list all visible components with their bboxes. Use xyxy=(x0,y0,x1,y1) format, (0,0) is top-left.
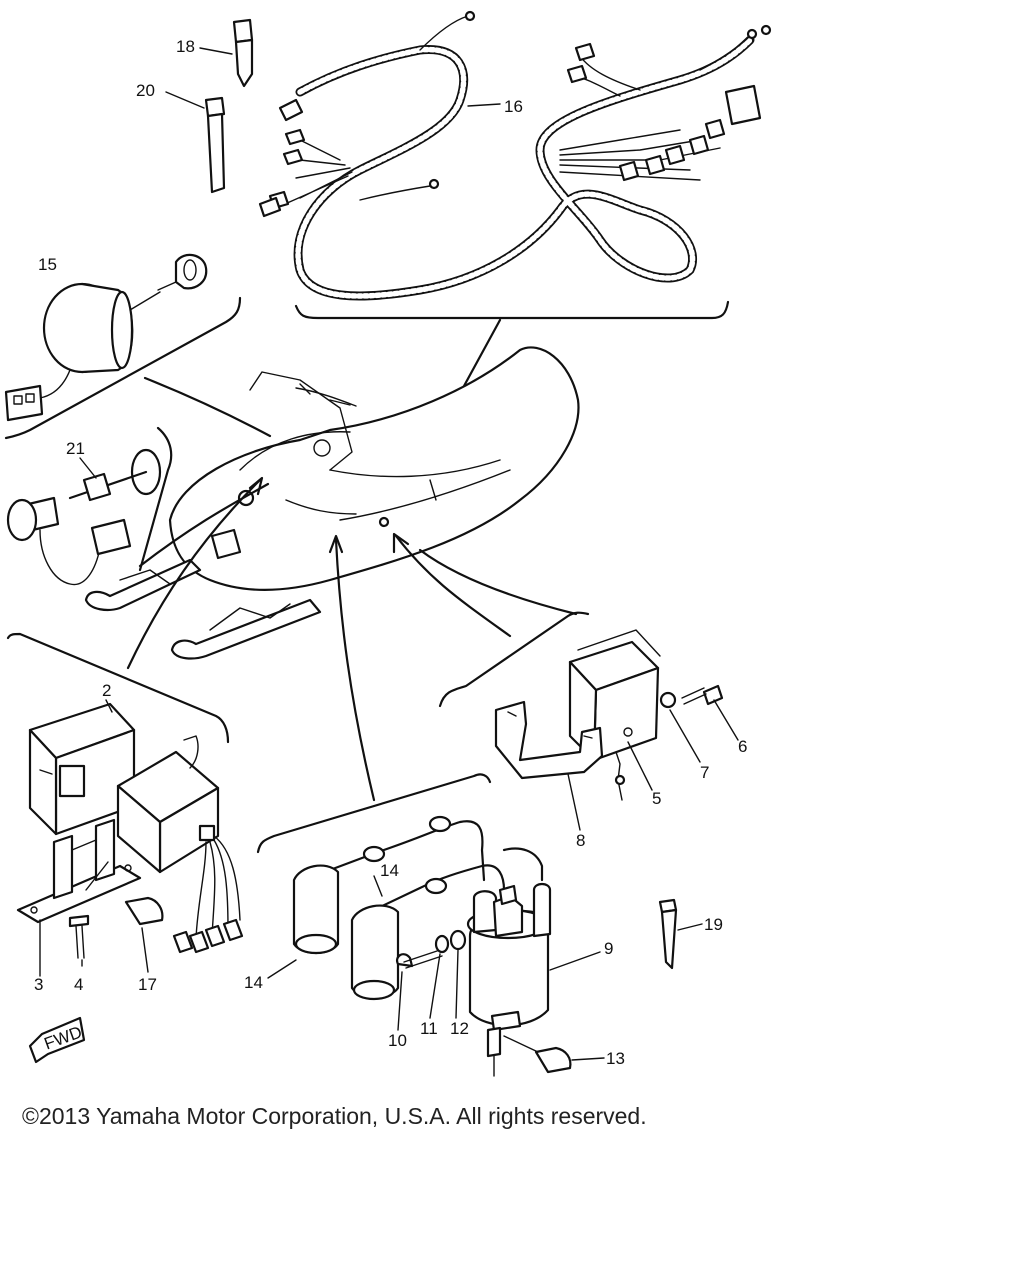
part-4-screw xyxy=(68,914,90,959)
part-19-clip xyxy=(658,898,678,970)
callout-5: 5 xyxy=(652,789,661,808)
part-21-cable xyxy=(6,448,162,586)
callout-11: 11 xyxy=(420,1019,438,1038)
part-cdi-box xyxy=(116,750,244,954)
part-8-stay xyxy=(494,700,604,780)
callout-18: 18 xyxy=(176,37,195,56)
fwd-direction-arrow: FWD xyxy=(28,1016,86,1064)
callout-4: 4 xyxy=(74,975,83,994)
callout-13: 13 xyxy=(606,1049,625,1068)
callout-8: 8 xyxy=(576,831,585,850)
part-6-bolt xyxy=(681,684,724,706)
callout-6: 6 xyxy=(738,737,747,756)
callout-10: 10 xyxy=(388,1031,407,1050)
callout-14-left: 14 xyxy=(244,973,263,992)
part-3-bracket xyxy=(16,818,142,924)
part-2-cdi-unit xyxy=(28,702,136,836)
callout-20: 20 xyxy=(136,81,155,100)
part-9-ignition-coil xyxy=(466,882,552,1032)
part-10-bolt xyxy=(396,949,443,969)
callout-15: 15 xyxy=(38,255,57,274)
part-20-pin xyxy=(204,96,226,194)
part-7-washer xyxy=(659,691,677,709)
callout-7: 7 xyxy=(700,763,709,782)
part-14-plug-caps xyxy=(292,815,544,1001)
snowmobile-body xyxy=(84,346,580,660)
callout-21: 21 xyxy=(66,439,85,458)
part-16-wire-harness xyxy=(258,10,772,301)
callout-14-top: 14 xyxy=(380,861,399,880)
callout-9: 9 xyxy=(604,939,613,958)
callout-12: 12 xyxy=(450,1019,469,1038)
callout-16: 16 xyxy=(504,97,523,116)
part-15-switch xyxy=(4,253,208,422)
callout-17: 17 xyxy=(138,975,157,994)
part-18-key xyxy=(232,18,254,88)
callout-3: 3 xyxy=(34,975,43,994)
callout-2: 2 xyxy=(102,681,111,700)
part-12-washer xyxy=(449,929,467,951)
exploded-parts-diagram: FWD xyxy=(4,10,772,1077)
copyright-notice: ©2013 Yamaha Motor Corporation, U.S.A. A… xyxy=(22,1103,647,1129)
part-11-washer xyxy=(434,934,450,954)
part-13-cap xyxy=(503,1035,572,1074)
spark-plug xyxy=(486,1026,502,1077)
part-17-clamp xyxy=(124,896,164,926)
callout-19: 19 xyxy=(704,915,723,934)
